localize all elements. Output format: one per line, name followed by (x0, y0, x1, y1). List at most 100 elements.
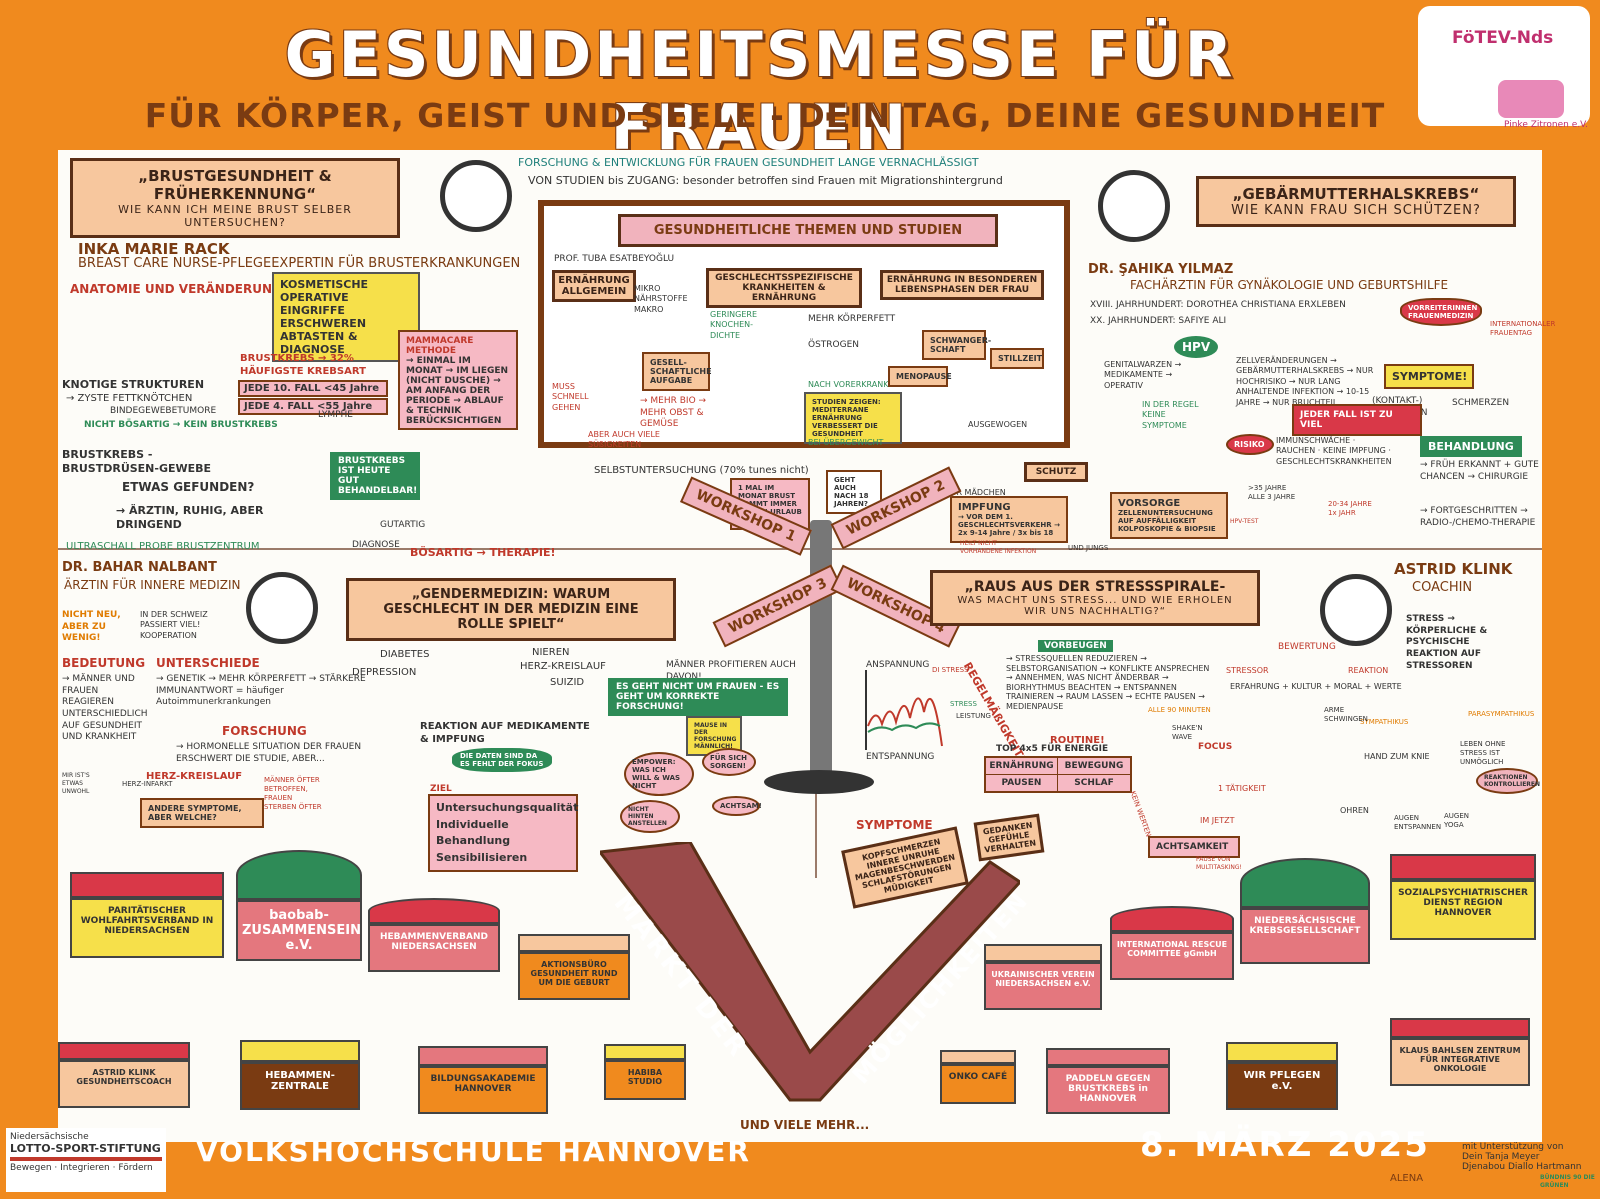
brust-gut-behandelbar: BRUSTKREBS IST HEUTE GUT BEHANDELBAR! (330, 452, 420, 500)
brust-gefunden: ETWAS GEFUNDEN? (122, 480, 255, 494)
clock-icon (1320, 574, 1392, 646)
stress-distress: DI STRESS (932, 666, 969, 674)
stress-bewertung: BEWERTUNG (1278, 642, 1336, 652)
stress-ohren: OHREN (1340, 806, 1369, 815)
cervix-zell: ZELLVERÄNDERUNGEN → GEBÄRMUTTERHALSKREBS… (1236, 356, 1374, 407)
cervix-risiko: RISIKO (1226, 434, 1274, 455)
cervix-schutz: SCHUTZ (1024, 462, 1088, 482)
stand-label: WIR PFLEGEN e.V. (1226, 1062, 1338, 1110)
gender-oefter: MÄNNER ÖFTER BETROFFEN, FRAUEN STERBEN Ö… (264, 776, 322, 812)
cervix-jungs: UND JUNGS (1068, 544, 1109, 552)
stress-entspannung: ENTSPANNUNG (866, 752, 935, 762)
cervix-impf-detail: → VOR DEM 1. GESCHLECHTSVERKEHR → 2x 9-1… (958, 513, 1060, 537)
stand-label: PARITÄTISCHER WOHLFAHRTSVERBAND IN NIEDE… (70, 898, 224, 958)
gender-bed-text: → MÄNNER UND FRAUEN REAGIEREN UNTERSCHIE… (62, 674, 148, 743)
stress-curve-diagram (865, 670, 943, 750)
market-stand: NIEDERSÄCHSISCHE KREBSGESELLSCHAFT (1240, 858, 1370, 964)
clock-icon (440, 160, 512, 232)
gender-role: ÄRZTIN FÜR INNERE MEDIZIN (64, 578, 241, 592)
stress-jetzt: IM JETZT (1200, 816, 1235, 825)
studien-title: GESUNDHEITLICHE THEMEN UND STUDIEN (618, 214, 998, 247)
sponsor-logo: Niedersächsische LOTTO-SPORT-STIFTUNG Be… (6, 1128, 166, 1192)
brust-subtitle: WIE KANN ICH MEINE BRUST SELBER UNTERSUC… (118, 203, 352, 229)
gender-ziel3: Sensibilisieren (436, 850, 528, 864)
stand-label: NIEDERSÄCHSISCHE KREBSGESELLSCHAFT (1240, 908, 1370, 964)
sponsor-line2: LOTTO-SPORT-STIFTUNG (10, 1142, 161, 1155)
brust-jede4: JEDE 4. FALL <55 Jahre (238, 398, 388, 415)
gender-suizid: SUIZID (550, 677, 585, 688)
studien-geschlecht: GESCHLECHTSSPEZIFISCHE KRANKHEITEN & ERN… (706, 268, 862, 308)
signpost-pole (810, 520, 832, 780)
cervix-jeder-fall: JEDER FALL IST ZU VIEL (1292, 404, 1422, 436)
market-stand: ASTRID KLINK GESUNDHEITSCOACH (58, 1042, 190, 1108)
cervix-fortgeschritten: → FORTGESCHRITTEN → RADIO-/CHEMO-THERAPI… (1420, 506, 1536, 528)
market-stand: baobab-ZUSAMMENSEIN e.V. (236, 850, 362, 961)
mammacare-text: → EINMAL IM MONAT → IM LIEGEN (NICHT DUS… (406, 356, 509, 426)
cervix-hpv-test: HPV-TEST (1230, 518, 1259, 525)
brust-nicht-boesartig: NICHT BÖSARTIG → KEIN BRUSTKREBS (84, 420, 278, 430)
stress-alle90: ALLE 90 MINUTEN (1148, 706, 1211, 714)
studien-ausgewogen: AUSGEWOGEN (968, 420, 1028, 429)
cervix-schmerzen: SCHMERZEN (1452, 398, 1510, 408)
cervix-vorsorge: VORSORGE (1118, 498, 1181, 509)
cervix-symptome: SYMPTOME! (1384, 364, 1474, 389)
stress-banner: „RAUS AUS DER STRESSSPIRALE- WAS MACHT U… (930, 570, 1260, 626)
stress-vb-text: → STRESSQUELLEN REDUZIEREN → SELBSTORGAN… (1006, 654, 1210, 711)
cervix-banner: „GEBÄRMUTTERHALSKREBS“ WIE KANN FRAU SIC… (1196, 176, 1516, 227)
cervix-subtitle: WIE KANN FRAU SICH SCHÜTZEN? (1231, 203, 1481, 218)
cervix-international: INTERNATIONALER FRAUENTAG (1490, 320, 1556, 338)
stand-label: INTERNATIONAL RESCUE COMMITTEE gGmbH (1110, 932, 1234, 980)
stress-shake: SHAKE'N WAVE (1172, 724, 1203, 742)
footer-venue: VOLKSHOCHSCHULE HANNOVER (196, 1135, 751, 1168)
market-v-arrow (600, 842, 1020, 1102)
cervix-behandlung: BEHANDLUNG (1420, 436, 1522, 457)
stress-kontroll: REAKTIONEN KONTROLLIEREN (1476, 768, 1540, 794)
energy-cell: PAUSEN (986, 775, 1058, 791)
brust-gutartig: GUTARTIG (380, 520, 426, 530)
brust-binde: BINDEGEWEBETUMORE (110, 406, 217, 416)
footer-date: 8. MÄRZ 2025 (1140, 1125, 1430, 1165)
gender-nieren: NIEREN (532, 647, 570, 658)
gender-herzkreislauf: HERZ-KREISLAUF (146, 771, 243, 782)
gender-ziel-box: Untersuchungsqualität Individuelle Behan… (428, 794, 578, 872)
gender-geht-nicht: ES GEHT NICHT UM FRAUEN - ES GEHT UM KOR… (608, 678, 788, 716)
energy-cell: ERNÄHRUNG (986, 758, 1058, 775)
stand-label: ASTRID KLINK GESUNDHEITSCOACH (58, 1060, 190, 1108)
cervix-vorsorge-detail: ZELLENUNTERSUCHUNG AUF AUFFÄLLIGKEIT KOL… (1118, 509, 1216, 533)
gender-maenner: MÄNNER PROFITIEREN AUCH DAVON! (666, 660, 796, 682)
brust-aerztin: → ÄRZTIN, RUHIG, ABER DRINGEND (116, 504, 264, 532)
stress-hand: HAND ZUM KNIE (1364, 752, 1430, 761)
studien-bio: → MEHR BIO → MEHR OBST & GEMÜSE (640, 396, 707, 430)
cervix-hist1: XVIII. JAHRHUNDERT: DOROTHEA CHRISTIANA … (1090, 300, 1346, 310)
poster-title: GESUNDHEITSMESSE FÜR FRAUEN (284, 18, 1236, 164)
market-more: UND VIELE MEHR... (740, 1118, 870, 1132)
gender-unt-text: → GENETIK → MEHR KÖRPERFETT → STÄRKERE I… (156, 674, 366, 708)
cervix-impfung: IMPFUNG (958, 502, 1011, 513)
gender-empower: EMPOWER: WAS ICH WILL & WAS NICHT (624, 752, 694, 796)
stand-label: BILDUNGSAKADEMIE HANNOVER (418, 1066, 548, 1114)
stand-label: baobab-ZUSAMMENSEIN e.V. (236, 900, 362, 961)
brust-diagnose: DIAGNOSE (352, 540, 400, 550)
studien-uebergewicht: BEI ÜBERGEWICHT (808, 438, 884, 447)
gender-depression: DEPRESSION (352, 667, 417, 678)
stress-yoga: AUGEN YOGA (1444, 812, 1469, 830)
cervix-maedchen: FÜR MÄDCHEN (946, 488, 1006, 497)
cervix-genital: GENITALWARZEN → MEDIKAMENTE → OPERATIV (1104, 360, 1182, 390)
gender-ziel1: Untersuchungsqualität (436, 801, 579, 814)
gender-ziel: ZIEL (430, 784, 452, 794)
footer-support: mit Unterstützung von Dein Tanja Meyer D… (1462, 1142, 1582, 1172)
market-stand: UKRAINISCHER VEREIN NIEDERSACHSEN e.V. (984, 944, 1102, 1010)
studien-menopause: MENOPAUSE (888, 366, 952, 387)
sponsor-line1: Niedersächsische (10, 1132, 89, 1142)
signpost-base (764, 770, 874, 794)
gender-sorgen: FÜR SICH SORGEN! (702, 748, 756, 776)
gender-unterschiede: UNTERSCHIEDE (156, 656, 260, 670)
stand-label: PADDELN GEGEN BRUSTKREBS in HANNOVER (1046, 1066, 1170, 1114)
stress-taetigkeit: 1 TÄTIGKEIT (1218, 784, 1266, 793)
gender-fors-text: → HORMONELLE SITUATION DER FRAUEN ERSCHW… (176, 742, 362, 764)
stand-label: HEBAMMEN-ZENTRALE (240, 1062, 360, 1110)
market-stand: SOZIALPSYCHIATRISCHER DIENST REGION HANN… (1390, 854, 1536, 940)
stress-speaker: ASTRID KLINK (1394, 560, 1513, 578)
market-stand: BILDUNGSAKADEMIE HANNOVER (418, 1046, 548, 1114)
market-stand: WIR PFLEGEN e.V. (1226, 1042, 1338, 1110)
